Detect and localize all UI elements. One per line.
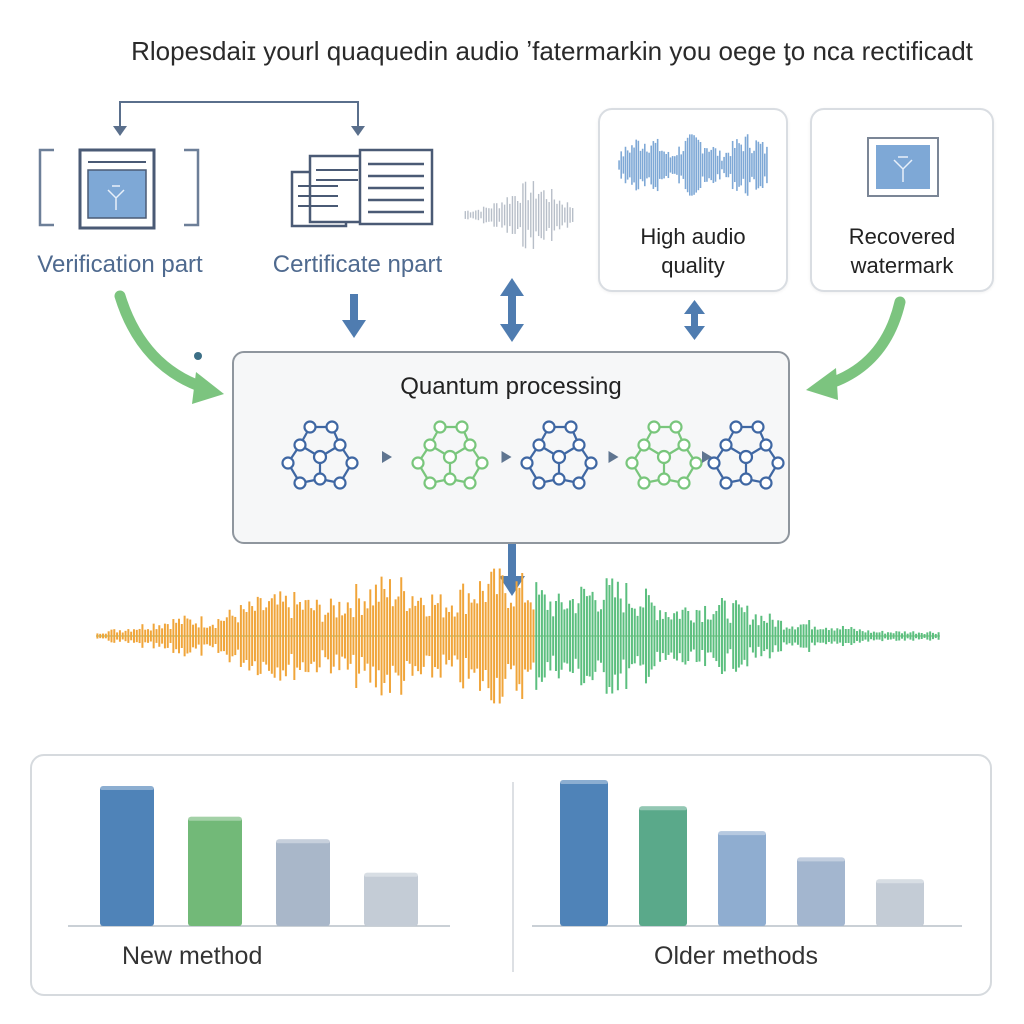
high-audio-quality-label: High audio quality [600, 222, 786, 280]
older-methods-label: Older methods [654, 942, 818, 970]
watermark-image-icon [867, 137, 939, 197]
faint-waveform-icon [464, 181, 574, 249]
high-audio-line-2: quality [661, 253, 725, 278]
new-method-bar-3 [276, 839, 330, 926]
dot-icon [194, 352, 202, 360]
high-audio-line-1: High audio [640, 224, 746, 249]
page-title: Rlopesdaiɪ yourl quaquedin audio ʼfaterm… [131, 36, 973, 66]
high-audio-quality-card: High audio quality [598, 108, 788, 292]
double-arrow-icon [500, 278, 524, 342]
new-method-bar-4-highlight [364, 872, 418, 877]
older-methods-bar-4 [797, 857, 845, 926]
recovered-line-2: watermark [850, 253, 954, 278]
older-methods-bar-2-highlight [639, 806, 687, 811]
step-arrow-icon [702, 451, 712, 463]
verification-document-icon [38, 148, 200, 230]
output-down-arrow-icon [499, 538, 525, 596]
step-arrow-icon [382, 451, 392, 463]
new-method-bar-1 [100, 786, 154, 926]
older-methods-bar-1 [560, 780, 608, 926]
blue-molecule-icon [707, 420, 785, 490]
blue-molecule-icon [281, 420, 359, 490]
quantum-processing-title: Quantum processing [400, 373, 622, 400]
green-molecule-icon [625, 420, 703, 490]
older-methods-bar-5-highlight [876, 879, 924, 884]
recovered-watermark-label: Recovered watermark [812, 222, 992, 280]
new-method-label: New method [122, 942, 263, 970]
recovered-watermark-card: Recovered watermark [810, 108, 994, 292]
small-double-arrow-icon [684, 300, 705, 340]
verification-part-label: Verification part [37, 251, 203, 278]
new-method-bar-3-highlight [276, 839, 330, 844]
older-methods-bar-4-highlight [797, 857, 845, 862]
older-methods-bar-1-highlight [560, 780, 608, 784]
audio-waveform-icon [618, 134, 768, 196]
new-method-bar-2-highlight [188, 816, 242, 821]
new-method-bar-4 [364, 872, 418, 926]
older-methods-bar-3 [718, 831, 766, 926]
older-methods-bar-5 [876, 879, 924, 926]
down-arrow-icon [342, 294, 366, 338]
new-method-bar-2 [188, 816, 242, 926]
green-molecule-icon [411, 420, 489, 490]
watermarked-audio-waveform [96, 568, 940, 704]
molecule-chain [281, 420, 785, 490]
new-method-bar-1-highlight [100, 786, 154, 790]
blue-molecule-icon [520, 420, 598, 490]
green-curved-arrow-right-icon [806, 296, 906, 400]
older-methods-bar-3-highlight [718, 831, 766, 836]
step-arrow-icon [608, 451, 619, 463]
certificate-part-label: Certificate npart [272, 251, 443, 278]
older-methods-bar-2 [639, 806, 687, 926]
comparison-panel: New method Older methods [30, 754, 992, 996]
recovered-line-1: Recovered [848, 224, 956, 249]
quantum-processing-box: Quantum processing [232, 351, 790, 544]
step-arrow-icon [501, 451, 512, 463]
certificate-document-icon [290, 148, 434, 228]
green-curved-arrow-left-icon [114, 290, 224, 404]
comparison-bars [68, 780, 962, 972]
